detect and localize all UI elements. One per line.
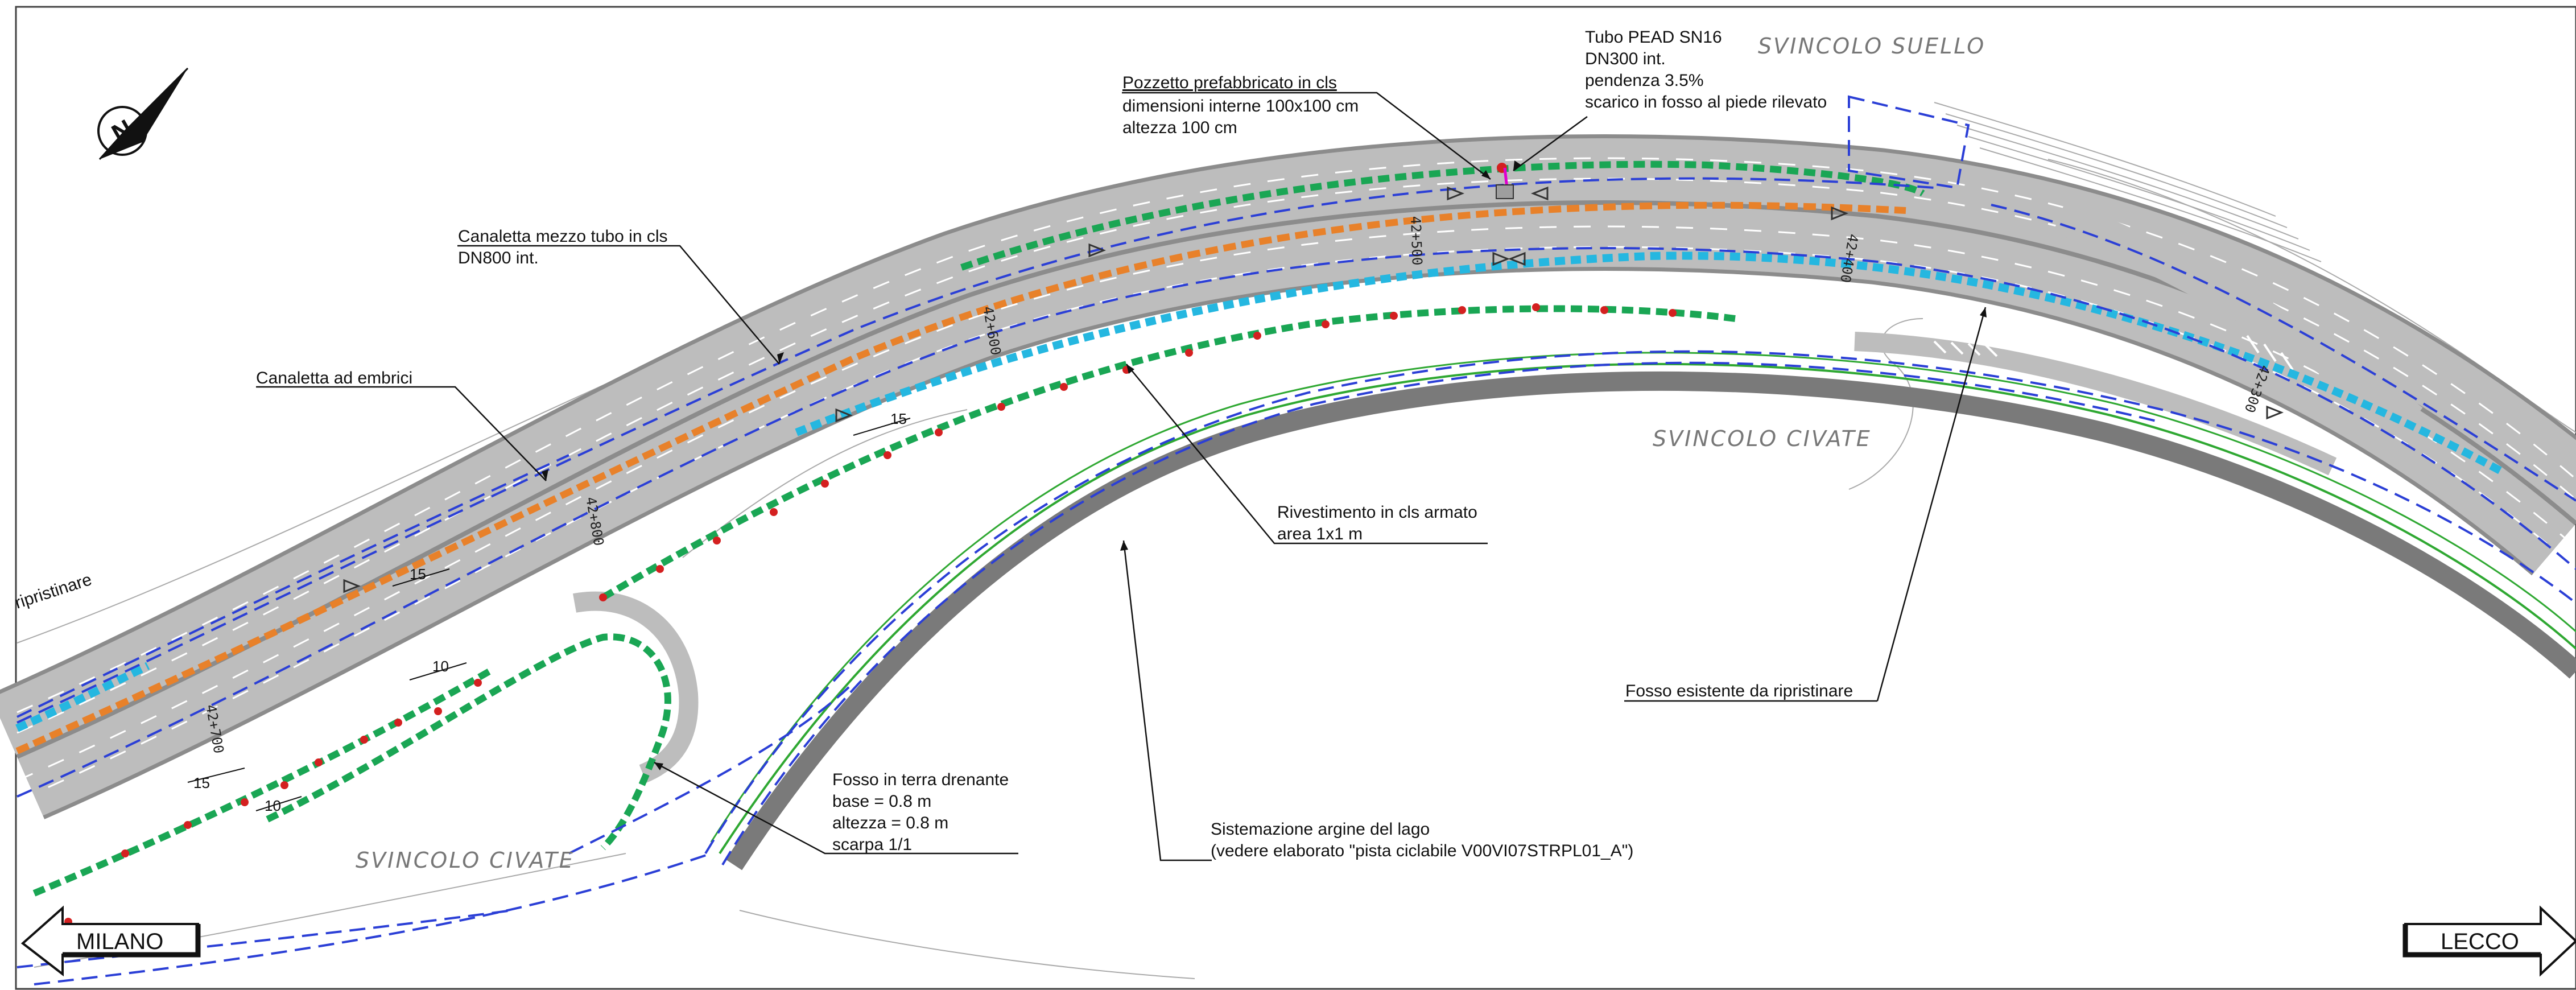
fosso-terra-line-1: Fosso in terra drenante	[832, 770, 1009, 789]
drain-green-loop	[266, 633, 671, 851]
north-arrow-icon: N	[97, 67, 189, 160]
tubo-line-3: pendenza 3.5%	[1585, 71, 1704, 90]
drain-cyan-left	[15, 662, 150, 732]
drain-green-north	[960, 160, 1925, 271]
dim-15-a: 15	[410, 566, 426, 583]
canaletta-tubo-line-1: Canaletta mezzo tubo in cls	[458, 227, 668, 246]
callout-argine: Sistemazione argine del lago (vedere ela…	[1211, 820, 1633, 860]
direction-milano: MILANO	[20, 905, 201, 977]
callout-canaletta-tubo: Canaletta mezzo tubo in cls DN800 int.	[458, 227, 668, 267]
tubo-line-2: DN300 int.	[1585, 50, 1666, 68]
callout-rivestimento: Rivestimento in cls armato area 1x1 m	[1277, 503, 1477, 543]
drawing-frame	[15, 6, 2576, 990]
fosso-terra-line-4: scarpa 1/1	[832, 835, 912, 854]
pozzetto-line-2: dimensioni interne 100x100 cm	[1122, 97, 1359, 116]
direction-lecco: LECCO	[2402, 905, 2576, 977]
main-highway	[0, 134, 2576, 819]
manhole-pozzetto	[1496, 184, 1514, 199]
ramp-civate-right	[1854, 332, 2337, 476]
argine-line-2: (vedere elaborato "pista ciclabile V00VI…	[1211, 842, 1633, 860]
drain-orange	[15, 201, 1906, 754]
inlets	[64, 163, 1677, 926]
dim-10-b: 10	[265, 797, 281, 814]
project-boundary	[16, 95, 2576, 985]
callout-canaletta-embrici: Canaletta ad embrici	[256, 369, 412, 387]
pozzetto-line-3: altezza 100 cm	[1122, 118, 1237, 137]
fosso-terra-line-2: base = 0.8 m	[832, 792, 931, 811]
callout-fosso-terra: Fosso in terra drenante base = 0.8 m alt…	[832, 770, 1009, 854]
canaletta-tubo-line-2: DN800 int.	[458, 249, 539, 267]
argine-line-1: Sistemazione argine del lago	[1211, 820, 1430, 839]
lake-green-line-2	[710, 352, 2576, 843]
callout-ripristinare-left: ripristinare	[13, 570, 94, 613]
leader-arrowheads	[542, 160, 1987, 770]
callout-pozzetto: Pozzetto prefabbricato in cls dimensioni…	[1122, 73, 1359, 137]
direction-lecco-label: LECCO	[2441, 929, 2519, 954]
callout-tubo: Tubo PEAD SN16 DN300 int. pendenza 3.5% …	[1585, 28, 1827, 112]
lake-embankment-wall	[725, 371, 2576, 871]
rivestimento-line-2: area 1x1 m	[1277, 525, 1363, 543]
place-svincolo-suello: SVINCOLO SUELLO	[1758, 34, 1985, 59]
flow-arrows	[343, 186, 2284, 593]
tubo-line-1: Tubo PEAD SN16	[1585, 28, 1722, 47]
ramp-civate-loop	[572, 591, 699, 783]
direction-milano-label: MILANO	[76, 929, 163, 954]
leader-lines	[256, 92, 1987, 861]
dim-10-a: 10	[432, 658, 449, 675]
tubo-line-4: scarico in fosso al piede rilevato	[1585, 93, 1827, 112]
drain-green-left	[32, 668, 491, 897]
place-svincolo-civate-right: SVINCOLO CIVATE	[1653, 426, 1872, 451]
place-svincolo-civate-left: SVINCOLO CIVATE	[356, 848, 575, 873]
dim-15-c: 15	[193, 774, 210, 791]
ramp-suello	[2053, 200, 2423, 435]
drain-cyan-median	[795, 251, 2505, 476]
rivestimento-line-1: Rivestimento in cls armato	[1277, 503, 1477, 522]
dimensions	[187, 418, 911, 811]
pozzetto-line-1: Pozzetto prefabbricato in cls	[1122, 73, 1337, 92]
callout-fosso-esistente: Fosso esistente da ripristinare	[1625, 682, 1853, 700]
dim-15-b: 15	[890, 410, 907, 427]
fosso-terra-line-3: altezza = 0.8 m	[832, 814, 948, 832]
chainage-42-500: 42+500	[1407, 216, 1425, 266]
